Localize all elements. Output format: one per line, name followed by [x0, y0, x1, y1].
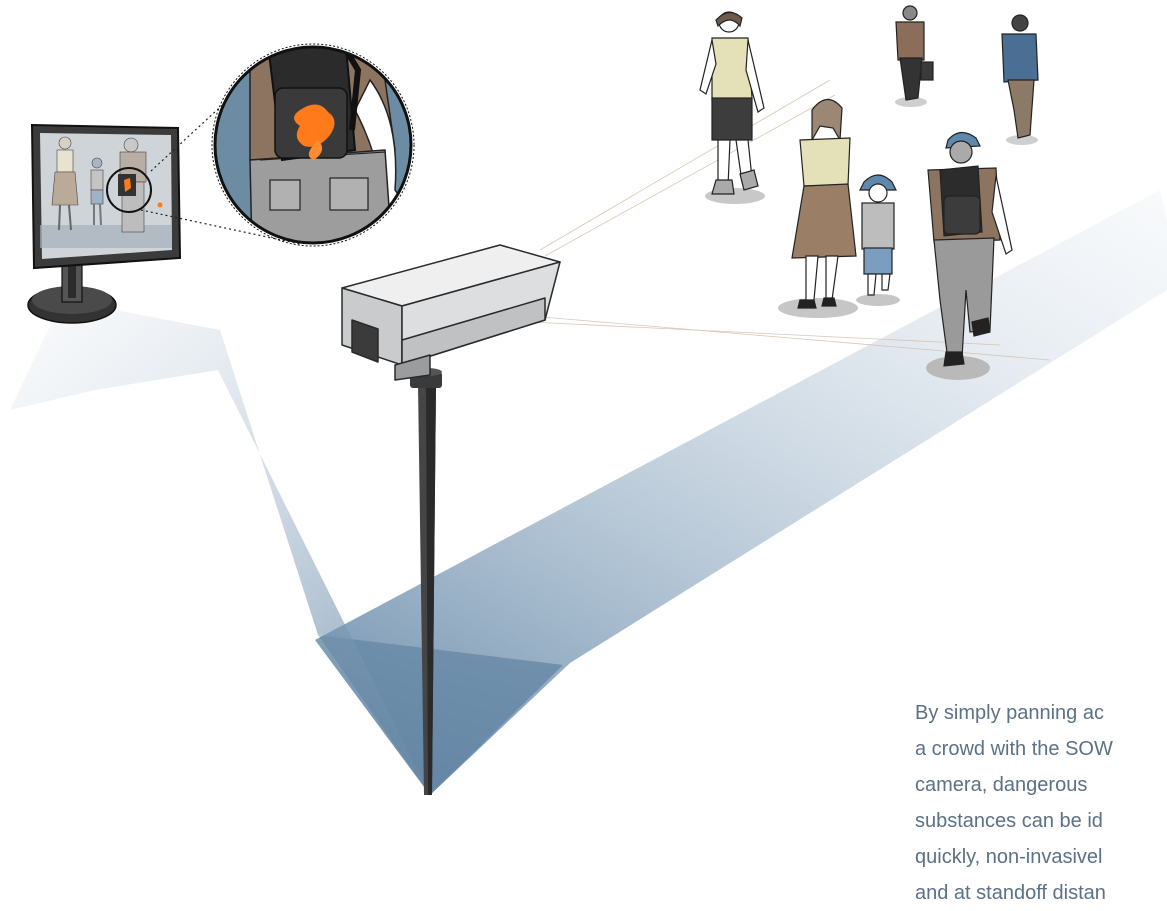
caption-line: quickly, non-invasivel: [915, 839, 1113, 875]
person-walker-1: [700, 12, 765, 204]
person-walker-3: [1002, 15, 1038, 145]
caption-text: By simply panning ac a crowd with the SO…: [915, 695, 1113, 911]
display-monitor: [28, 125, 180, 323]
person-walker-2: [895, 6, 933, 107]
person-child: [856, 175, 900, 306]
caption-line: a crowd with the SOW: [915, 731, 1113, 767]
person-woman: [778, 99, 858, 318]
caption-line: and at standoff distan: [915, 875, 1113, 911]
caption-line: camera, dangerous: [915, 767, 1113, 803]
crowd: [700, 6, 1038, 380]
caption-line: substances can be id: [915, 803, 1113, 839]
sow-camera: [342, 245, 560, 380]
caption-line: By simply panning ac: [915, 695, 1113, 731]
zoom-lens: [212, 35, 414, 250]
